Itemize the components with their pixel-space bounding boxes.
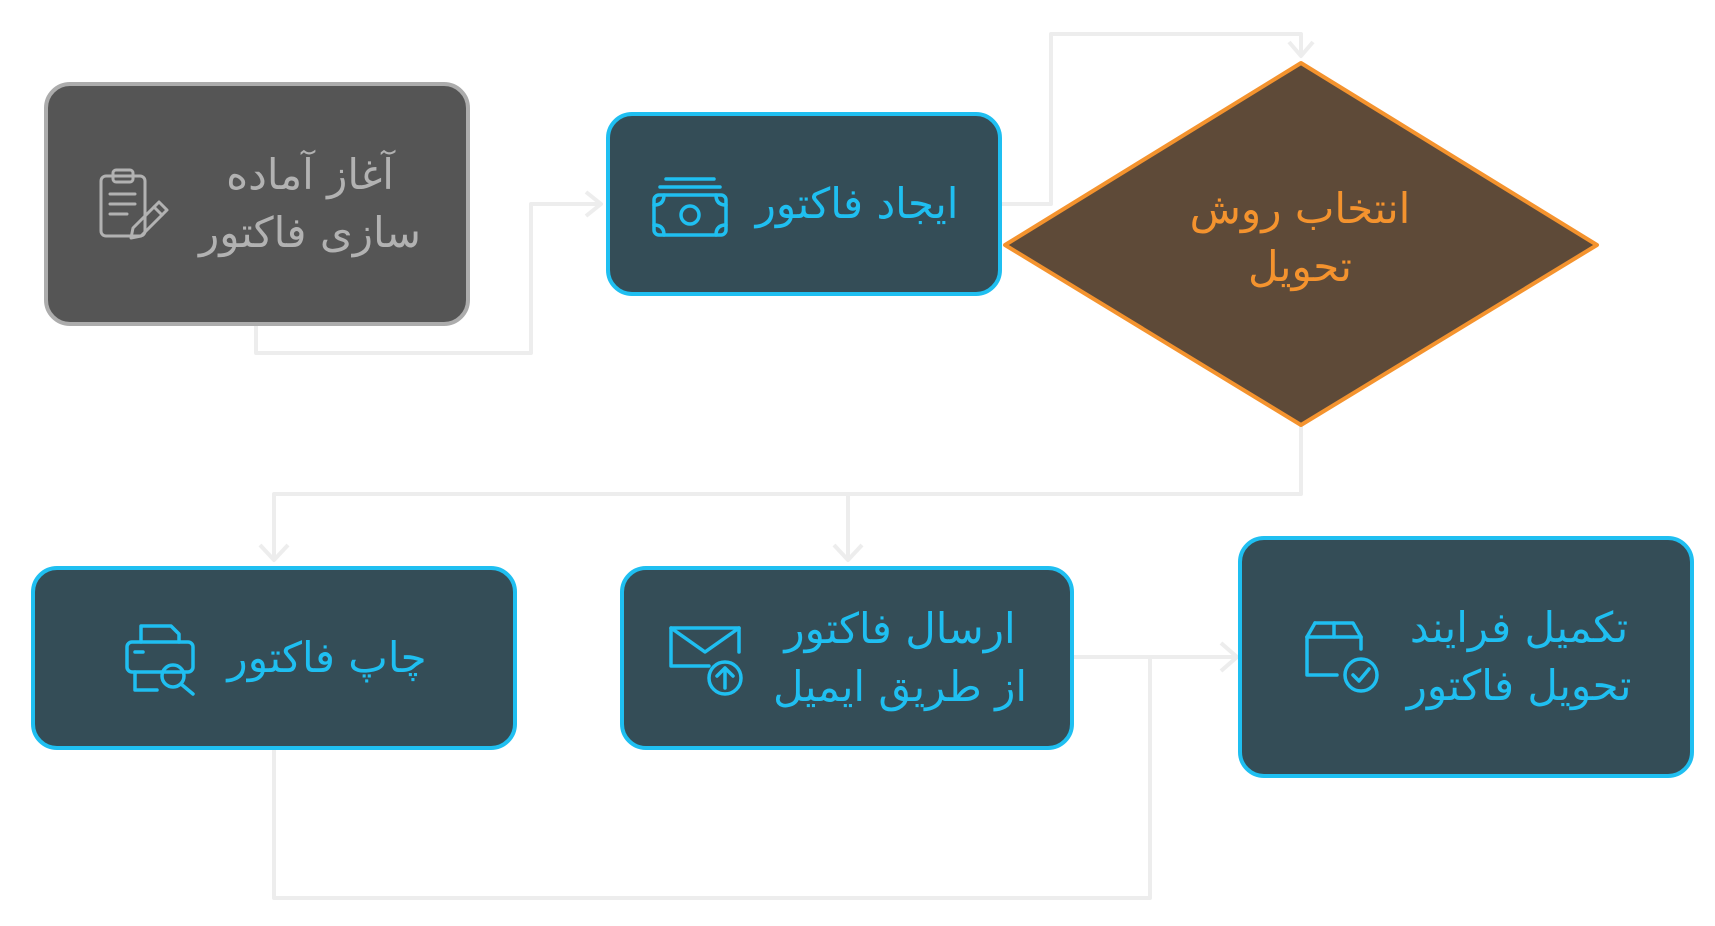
node-email-label: ارسال فاکتور از طریق ایمیل (772, 604, 1028, 711)
clipboard-edit-icon (99, 168, 169, 240)
connector-create-to-decision (995, 32, 1303, 206)
node-email-invoice: ارسال فاکتور از طریق ایمیل (620, 566, 1074, 750)
printer-search-icon (125, 624, 196, 696)
node-complete-delivery: تکمیل فرایند تحویل فاکتور (1238, 536, 1694, 778)
node-start-invoice-prep: آغاز آماده سازی فاکتور (44, 82, 470, 326)
arrowhead-complete (1219, 641, 1239, 673)
node-create-label: ایجاد فاکتور (755, 179, 959, 228)
node-start-label: آغاز آماده سازی فاکتور (198, 150, 422, 257)
box-check-icon (1304, 621, 1379, 693)
connector-print-to-complete (272, 657, 1152, 900)
node-print-label: چاپ فاکتور (227, 633, 427, 682)
connector-decision-to-outputs (272, 425, 1303, 560)
arrowhead-create (584, 190, 603, 218)
connector-start-to-create (254, 202, 600, 355)
node-create-invoice: ایجاد فاکتور (606, 112, 1002, 296)
email-upload-icon (669, 626, 743, 696)
money-stack-icon (651, 177, 728, 237)
node-print-invoice: چاپ فاکتور (31, 566, 517, 750)
decision-shape (1003, 61, 1599, 427)
decision-label: انتخاب روش تحویل (1189, 184, 1411, 291)
arrowhead-decision (1287, 40, 1315, 58)
node-complete-label: تکمیل فرایند تحویل فاکتور (1406, 603, 1632, 710)
arrowhead-print (258, 543, 290, 562)
arrowhead-email (832, 543, 864, 562)
